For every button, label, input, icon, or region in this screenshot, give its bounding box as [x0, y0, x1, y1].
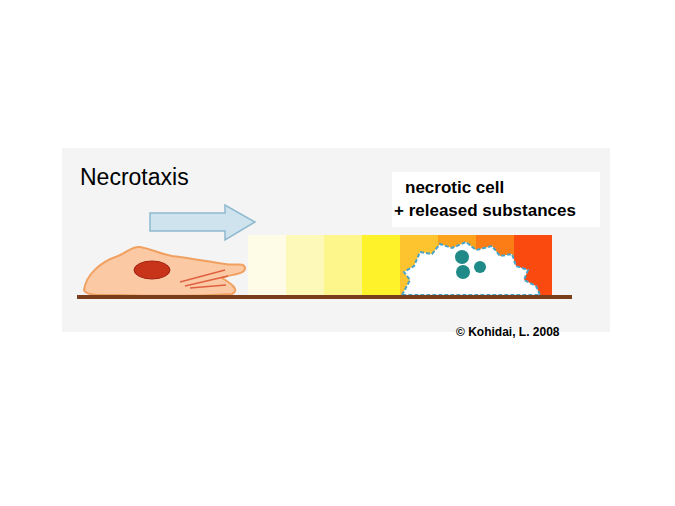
nuclear-fragment [455, 250, 469, 264]
substrate-line [77, 295, 572, 299]
title: Necrotaxis [80, 164, 189, 191]
background-panel [62, 148, 610, 332]
copyright: © Kohidai, L. 2008 [456, 325, 560, 339]
migrating-cell [84, 247, 245, 296]
cytoskeleton [180, 270, 228, 288]
label-panel [392, 172, 600, 227]
nucleus [134, 261, 170, 279]
nuclear-fragment [456, 265, 470, 279]
nuclear-fragment [474, 261, 486, 273]
gradient-bands [248, 235, 552, 297]
necrotic-cell [402, 242, 540, 295]
direction-arrow [150, 205, 255, 240]
cell-label: necrotic cell [405, 178, 504, 198]
cell-label: + released substances [394, 201, 576, 221]
